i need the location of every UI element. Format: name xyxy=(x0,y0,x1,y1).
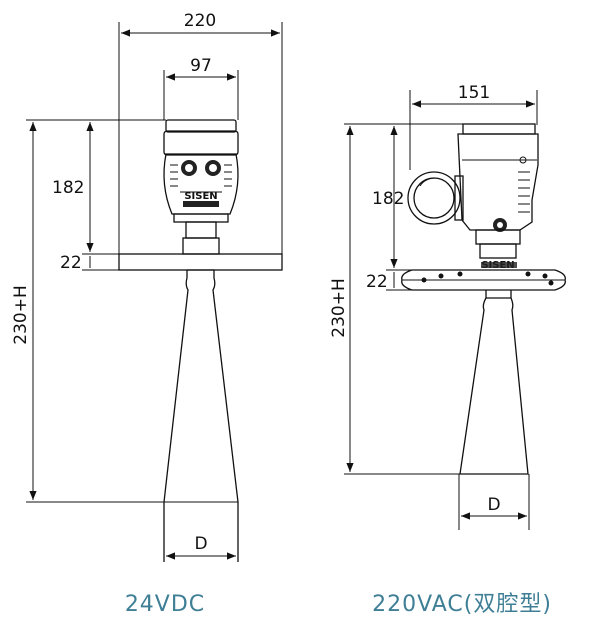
left-head-housing: SISEN xyxy=(163,119,239,223)
right-height-head-label: 182 xyxy=(372,189,404,209)
left-caption: 24VDC xyxy=(125,592,205,617)
left-height-head-label: 182 xyxy=(52,178,84,198)
right-caption: 220VAC(双腔型) xyxy=(372,592,552,617)
right-height-total-label: 230+H xyxy=(329,278,349,337)
left-horn-antenna xyxy=(163,269,239,562)
left-model: 220 97 SISEN xyxy=(11,11,283,617)
left-height-total-label: 230+H xyxy=(11,285,31,344)
right-width-head-label: 151 xyxy=(458,83,490,103)
right-flange xyxy=(401,269,566,291)
left-width-head-label: 97 xyxy=(190,56,212,76)
left-nut xyxy=(182,237,220,255)
left-width-total-label: 220 xyxy=(184,11,216,31)
right-model: 151 SISEN xyxy=(329,83,566,617)
left-neck xyxy=(185,221,217,239)
right-diameter-label: D xyxy=(487,495,500,515)
left-brand-logo: SISEN xyxy=(184,191,217,202)
left-diameter-label: D xyxy=(194,534,207,554)
left-height-flange-label: 22 xyxy=(60,253,82,273)
left-flange xyxy=(118,253,283,271)
right-horn-antenna xyxy=(459,297,529,475)
right-head-housing: SISEN xyxy=(407,123,539,271)
right-height-flange-label: 22 xyxy=(366,272,388,292)
